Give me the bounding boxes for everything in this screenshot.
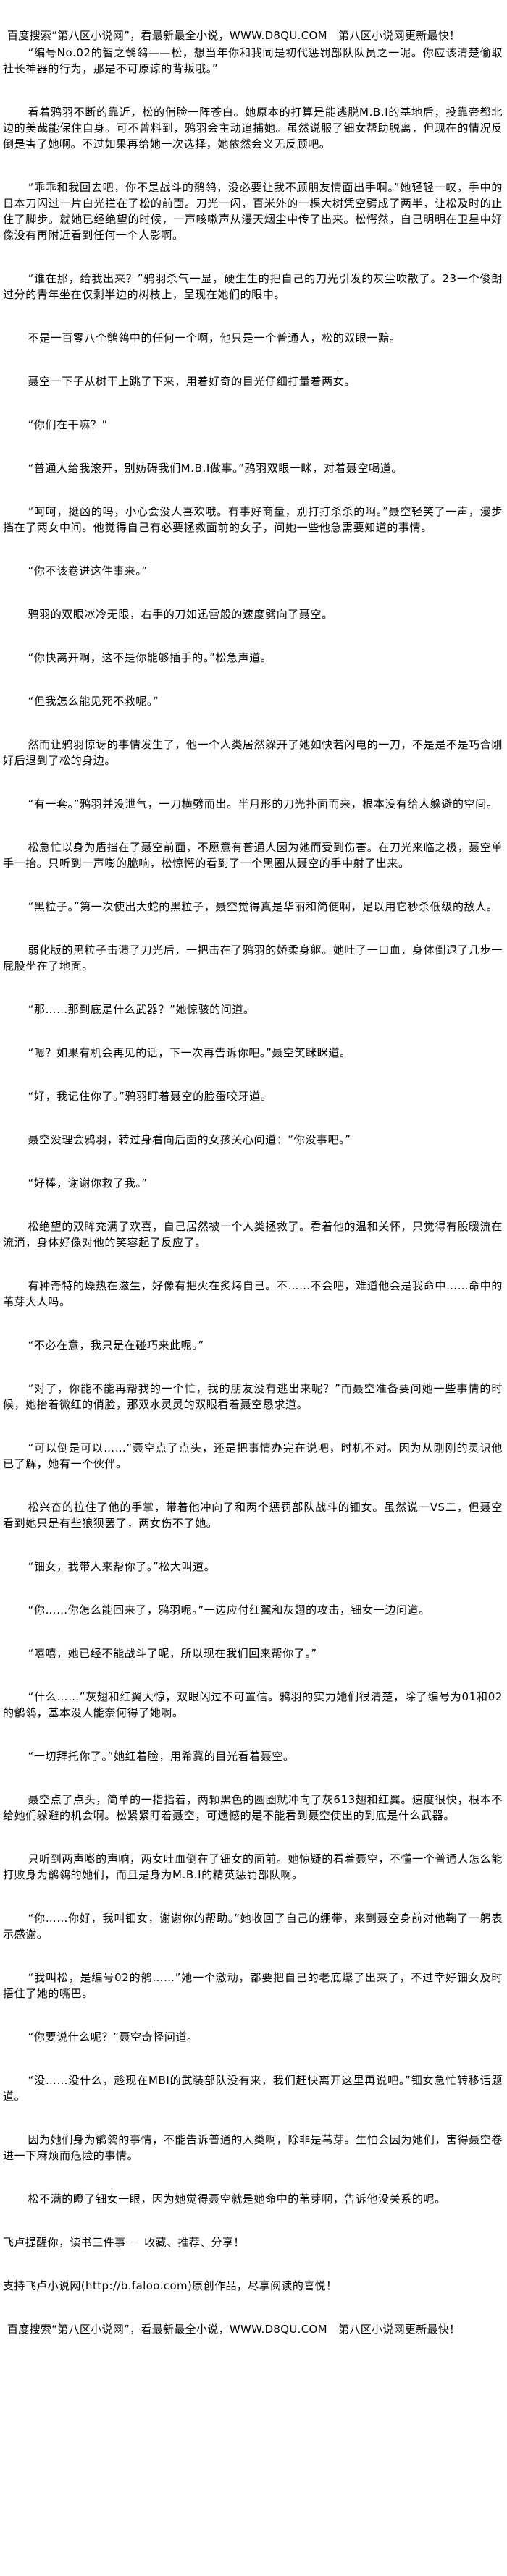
story-paragraph: “那……那到底是什么武器？”她惊骇的问道。 bbox=[28, 1003, 255, 1016]
story-paragraph: 鸦羽的双眼冰冷无限，右手的刀如迅雷般的速度劈向了聂空。 bbox=[28, 608, 333, 621]
story-paragraph: “嘻嘻，她已经不能战斗了呢，所以现在我们回来帮你了。” bbox=[28, 1647, 317, 1660]
story-paragraph: “一切拜托你了。”她红着脸，用希冀的目光看着聂空。 bbox=[28, 1750, 295, 1763]
story-paragraph: 因为她们身为鹡鸰的事情，不能告诉普通的人类啊，除非是苇芽。生怕会因为她们，害得聂… bbox=[3, 2133, 503, 2162]
story-paragraph: 只听到两声嘭的声响，两女吐血倒在了钿女的面前。她惊疑的看着聂空，不懂一个普通人怎… bbox=[3, 1852, 503, 1881]
story-paragraph: “我叫松，是编号02的鹡……”她一个激动，都要把自己的老底爆了出来了，不过幸好钿… bbox=[3, 1971, 503, 2000]
story-paragraph: “黑粒子。”第一次使出大蛇的黑粒子，聂空觉得真是华丽和简便啊，足以用它秒杀低级的… bbox=[28, 900, 498, 913]
story-paragraph: “但我怎么能见死不救呢。” bbox=[28, 695, 159, 708]
bottom-ad-banner: 百度搜索“第八区小说网”，看最新最全小说，WWW.D8QU.COM 第八区小说网… bbox=[7, 2323, 461, 2336]
chapter-body: “编号No.02的智之鹡鸰——松，想当年你和我同是初代惩罚部队队员之一呢。你应该… bbox=[3, 45, 503, 2207]
story-paragraph: “乖乖和我回去吧，你不是战斗的鹡鸰，没必要让我不顾朋友情面出手啊。”她轻轻一叹，… bbox=[3, 181, 503, 242]
story-paragraph: 松兴奋的拉住了他的手掌，带着他冲向了和两个惩罚部队战斗的钿女。虽然说一VS二，但… bbox=[3, 1501, 503, 1530]
novel-page: 百度搜索“第八区小说网”，看最新最全小说，WWW.D8QU.COM 第八区小说网… bbox=[3, 29, 503, 2336]
story-paragraph: “普通人给我滚开，别妨碍我们M.B.I做事。”鸦羽双眼一眯，对着聂空喝道。 bbox=[28, 462, 403, 475]
story-paragraph: “你要说什么呢？”聂空奇怪问道。 bbox=[28, 2030, 198, 2043]
story-paragraph: 聂空没理会鸦羽，转过身看向后面的女孩关心问道：“你没事吧。” bbox=[28, 1133, 351, 1146]
reading-reminder: 飞卢提醒你，读书三件事 － 收藏、推荐、分享！ bbox=[3, 2236, 245, 2249]
story-paragraph: “好棒，谢谢你救了我。” bbox=[28, 1177, 148, 1190]
story-paragraph: “你们在干嘛？” bbox=[28, 418, 108, 431]
story-paragraph: “可以倒是可以……”聂空点了点头，还是把事情办完在说吧，时机不对。因为从刚刚的灵… bbox=[3, 1441, 503, 1470]
story-paragraph: “什么……”灰翅和红翼大惊，双眼闪过不可置信。鸦羽的实力她们很清楚，除了编号为0… bbox=[3, 1690, 503, 1719]
story-paragraph: “编号No.02的智之鹡鸰——松，想当年你和我同是初代惩罚部队队员之一呢。你应该… bbox=[3, 46, 503, 75]
story-paragraph: 松绝望的双眸充满了欢喜，自己居然被一个人类拯救了。看着他的温和关怀，只觉得有股暖… bbox=[3, 1220, 503, 1249]
story-paragraph: “你……你好，我叫钿女，谢谢你的帮助。”她收回了自己的绷带，来到聂空身前对他鞠了… bbox=[3, 1912, 503, 1941]
story-paragraph: “谁在那，给我出来？”鸦羽杀气一显，硬生生的把自己的刀光引发的灰尘吹散了。23一… bbox=[3, 272, 503, 301]
story-paragraph: “对了，你能不能再帮我的一个忙，我的朋友没有逃出来呢？”而聂空准备要问她一些事情… bbox=[3, 1382, 503, 1411]
story-paragraph: 聂空一下子从树干上跳了下来，用着好奇的目光仔细打量着两女。 bbox=[28, 375, 356, 388]
support-faloo-notice: 支持飞卢小说网(http://b.faloo.com)原创作品，尽享阅读的喜悦！ bbox=[3, 2279, 338, 2292]
story-paragraph: 松急忙以身为盾挡在了聂空前面，不愿意有普通人因为她而受到伤害。在刀光来临之极，聂… bbox=[3, 841, 503, 870]
story-paragraph: “有一套。”鸦羽并没泄气，一刀横劈而出。半月形的刀光扑面而来，根本没有给人躲避的… bbox=[28, 797, 498, 810]
story-paragraph: 有种奇特的燥热在滋生，好像有把火在炙烤自己。不……不会吧，难道他会是我命中……命… bbox=[3, 1279, 503, 1308]
story-paragraph: “呵呵，挺凶的吗，小心会没人喜欢哦。有事好商量，别打打杀杀的啊。”聂空轻笑了一声… bbox=[3, 505, 503, 534]
story-paragraph: “你不该卷进这件事来。” bbox=[28, 564, 148, 577]
story-paragraph: “嗯？如果有机会再见的话，下一次再告诉你吧。”聂空笑眯眯道。 bbox=[28, 1046, 351, 1059]
story-paragraph: 弱化版的黑粒子击溃了刀光后，一把击在了鸦羽的娇柔身躯。她吐了一口血，身体倒退了几… bbox=[3, 944, 503, 973]
story-paragraph: “你快离开啊，这不是你能够插手的。”松急声道。 bbox=[28, 651, 272, 664]
story-paragraph: “没……没什么，趁现在MBI的武装部队没有来，我们赶快离开这里再说吧。”钿女急忙… bbox=[3, 2074, 503, 2103]
story-paragraph: 聂空点了点头，简单的一指指着，两颗黑色的圆圈就冲向了灰613翅和红翼。速度很快，… bbox=[3, 1793, 503, 1822]
story-paragraph: 松不满的瞪了钿女一眼，因为她觉得聂空就是她命中的苇芽啊，告诉他没关系的呢。 bbox=[28, 2192, 446, 2206]
story-paragraph: “钿女，我带人来帮你了。”松大叫道。 bbox=[28, 1560, 216, 1573]
story-paragraph: “你……你怎么能回来了，鸦羽呢。”一边应付红翼和灰翅的攻击，钿女一边问道。 bbox=[28, 1603, 430, 1617]
story-paragraph: 不是一百零八个鹡鸰中的任何一个啊，他只是一个普通人，松的双眼一黯。 bbox=[28, 331, 401, 344]
story-paragraph: “好，我记住你了。”鸦羽盯着聂空的脸蛋咬牙道。 bbox=[28, 1090, 272, 1103]
story-paragraph: 然而让鸦羽惊讶的事情发生了，他一个人类居然躲开了她如快若闪电的一刀，不是是不是巧… bbox=[3, 738, 503, 767]
story-paragraph: “不必在意，我只是在碰巧来此呢。” bbox=[28, 1339, 204, 1352]
story-paragraph: 看着鸦羽不断的靠近，松的俏脸一阵苍白。她原本的打算是能逃脱M.B.I的基地后，投… bbox=[3, 106, 503, 151]
top-ad-banner: 百度搜索“第八区小说网”，看最新最全小说，WWW.D8QU.COM 第八区小说网… bbox=[7, 29, 461, 42]
